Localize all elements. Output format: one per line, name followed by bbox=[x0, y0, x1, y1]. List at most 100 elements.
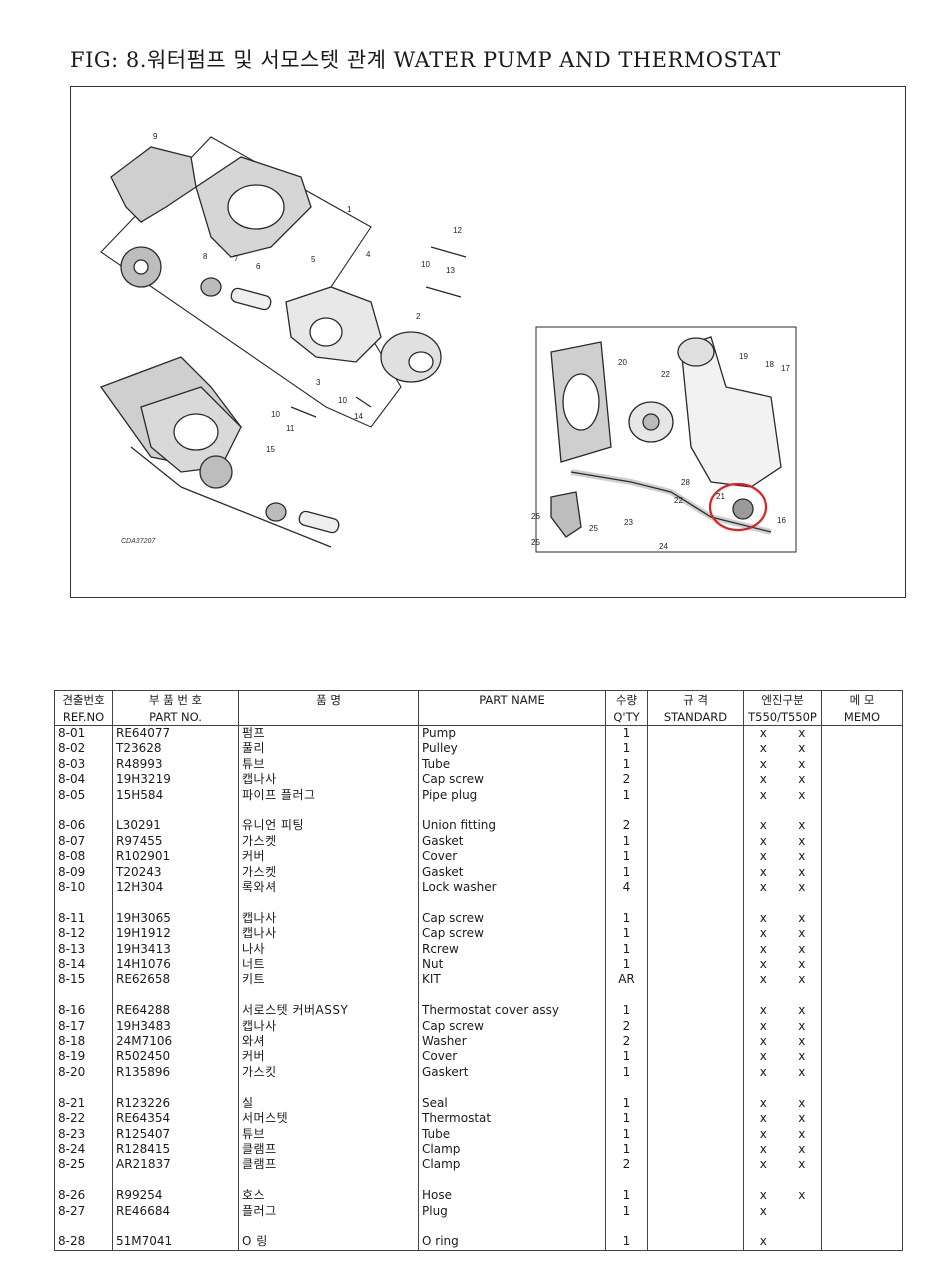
qty-cell: 1 bbox=[605, 957, 648, 973]
engine-t550p-mark bbox=[792, 1204, 812, 1219]
standard-cell bbox=[647, 864, 744, 881]
standard-cell bbox=[647, 941, 744, 958]
engine-t550-mark: x bbox=[759, 1126, 767, 1141]
engine-t550-mark: x bbox=[759, 864, 767, 879]
part-no-cell: R128415 bbox=[112, 1141, 239, 1158]
engine-t550p-mark: x bbox=[798, 741, 806, 756]
engine-t550-mark: x bbox=[759, 741, 767, 756]
svg-text:10: 10 bbox=[338, 396, 347, 405]
memo-cell bbox=[821, 741, 903, 757]
spacer-cell bbox=[605, 1080, 648, 1096]
engine-t550p-mark: x bbox=[798, 1188, 806, 1203]
part-name-cell: Hose bbox=[418, 1188, 606, 1204]
korean-name-cell: 호스 bbox=[238, 1188, 419, 1204]
korean-name-cell: 와셔 bbox=[238, 1034, 419, 1050]
svg-text:12: 12 bbox=[453, 226, 462, 235]
spacer-cell bbox=[821, 987, 903, 1004]
standard-cell bbox=[647, 833, 744, 850]
col-qty-kr: 수량 bbox=[605, 690, 648, 708]
standard-cell bbox=[647, 880, 744, 896]
engine-t550p-mark: x bbox=[798, 910, 806, 925]
engine-cell: x bbox=[743, 1234, 822, 1251]
svg-text:13: 13 bbox=[446, 266, 455, 275]
memo-cell bbox=[821, 725, 903, 742]
part-name-cell: Thermostat cover assy bbox=[418, 1003, 606, 1019]
ref-cell: 8-11 bbox=[54, 910, 113, 927]
ref-cell: 8-07 bbox=[54, 833, 113, 850]
engine-t550-mark: x bbox=[759, 941, 767, 956]
part-no-cell: 12H304 bbox=[112, 880, 239, 896]
spacer-cell bbox=[54, 1172, 113, 1189]
memo-cell bbox=[821, 1188, 903, 1204]
ref-cell: 8-02 bbox=[54, 741, 113, 757]
part-name-cell: Gaskert bbox=[418, 1064, 606, 1081]
ref-cell: 8-14 bbox=[54, 957, 113, 973]
qty-cell: 1 bbox=[605, 725, 648, 742]
qty-cell: 1 bbox=[605, 864, 648, 881]
part-no-cell: 19H3219 bbox=[112, 772, 239, 788]
part-no-cell: RE64077 bbox=[112, 725, 239, 742]
part-name-cell: Thermostat bbox=[418, 1111, 606, 1127]
korean-name-cell: 유니언 피팅 bbox=[238, 818, 419, 834]
col-standard: STANDARD bbox=[647, 708, 744, 726]
memo-cell bbox=[821, 910, 903, 927]
part-name-cell: Union fitting bbox=[418, 818, 606, 834]
qty-cell: 2 bbox=[605, 818, 648, 834]
engine-t550-mark: x bbox=[759, 1203, 767, 1218]
memo-cell bbox=[821, 1018, 903, 1035]
engine-t550p-mark: x bbox=[798, 1126, 806, 1141]
svg-text:8: 8 bbox=[203, 252, 208, 261]
korean-name-cell: 커버 bbox=[238, 849, 419, 865]
svg-text:23: 23 bbox=[624, 518, 633, 527]
ref-cell: 8-24 bbox=[54, 1141, 113, 1158]
part-name-cell: Cap screw bbox=[418, 1018, 606, 1035]
spacer-cell bbox=[112, 803, 239, 819]
memo-cell bbox=[821, 1203, 903, 1219]
spacer-cell bbox=[54, 895, 113, 911]
spacer-cell bbox=[647, 1172, 744, 1189]
standard-cell bbox=[647, 772, 744, 788]
standard-cell bbox=[647, 741, 744, 757]
spacer-cell bbox=[238, 987, 419, 1004]
standard-cell bbox=[647, 1003, 744, 1019]
engine-t550-mark: x bbox=[759, 772, 767, 787]
engine-t550-mark: x bbox=[759, 926, 767, 941]
part-no-cell: R502450 bbox=[112, 1049, 239, 1065]
spacer-cell bbox=[743, 1218, 822, 1235]
ref-cell: 8-04 bbox=[54, 772, 113, 788]
spacer-cell bbox=[112, 895, 239, 911]
standard-cell bbox=[647, 926, 744, 942]
part-name-cell: Clamp bbox=[418, 1157, 606, 1173]
qty-cell: 1 bbox=[605, 1126, 648, 1142]
part-name-cell: Nut bbox=[418, 957, 606, 973]
part-name-cell: Plug bbox=[418, 1203, 606, 1219]
spacer-cell bbox=[743, 1172, 822, 1189]
qty-cell: 2 bbox=[605, 1018, 648, 1035]
standard-cell bbox=[647, 1049, 744, 1065]
spacer-row bbox=[54, 803, 903, 819]
svg-text:1: 1 bbox=[347, 205, 352, 214]
korean-name-cell: 캡나사 bbox=[238, 772, 419, 788]
engine-t550p-mark: x bbox=[798, 1064, 806, 1079]
qty-cell: 1 bbox=[605, 787, 648, 804]
part-no-cell: 15H584 bbox=[112, 787, 239, 804]
qty-cell: 1 bbox=[605, 1234, 648, 1251]
col-name-kr: 품 명 bbox=[238, 690, 419, 708]
col-name-kr-sub bbox=[238, 708, 419, 726]
korean-name-cell: 서로스텟 커버ASSY bbox=[238, 1003, 419, 1019]
part-name-cell: Rcrew bbox=[418, 941, 606, 958]
spacer-cell bbox=[647, 895, 744, 911]
